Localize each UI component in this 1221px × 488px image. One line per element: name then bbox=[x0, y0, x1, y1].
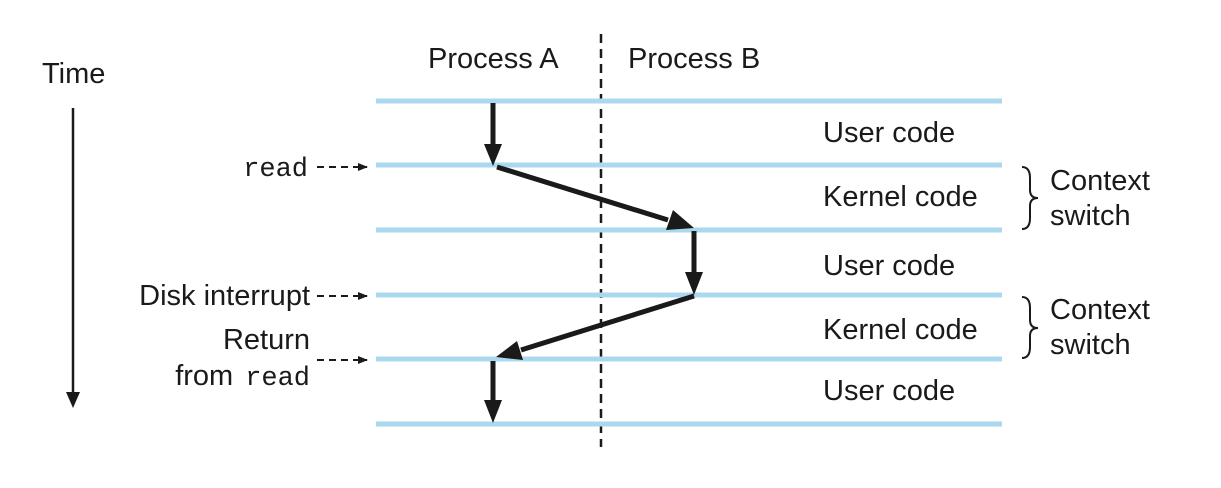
time-label: Time bbox=[42, 58, 105, 90]
context-switch-label: Context bbox=[1050, 294, 1150, 326]
segment-label: User code bbox=[823, 117, 955, 149]
flow-arrowhead bbox=[666, 210, 694, 230]
event-return-from-text: from bbox=[175, 360, 233, 392]
segment-label: Kernel code bbox=[823, 314, 978, 346]
event-return-read-text: read bbox=[245, 364, 310, 394]
flow-arrowhead bbox=[685, 272, 703, 295]
segment-label: User code bbox=[823, 375, 955, 407]
flow-arrowhead bbox=[484, 400, 502, 423]
execution-flow bbox=[484, 103, 703, 423]
context-switch-label: switch bbox=[1050, 200, 1131, 232]
flow-arrow bbox=[520, 293, 695, 353]
flow-arrowhead bbox=[496, 341, 523, 360]
event-read-label: read bbox=[243, 155, 308, 185]
event-disk-interrupt-label: Disk interrupt bbox=[139, 280, 310, 312]
event-return-from-read-label: from read bbox=[175, 360, 310, 394]
flow-arrow bbox=[496, 164, 669, 223]
process-a-label: Process A bbox=[428, 43, 559, 75]
segment-label: Kernel code bbox=[823, 181, 978, 213]
context-switch-brace bbox=[1021, 166, 1039, 230]
flow-arrowhead bbox=[484, 144, 502, 166]
context-switch-brace bbox=[1021, 296, 1039, 359]
boundary-lines bbox=[376, 98, 1002, 427]
time-axis-arrowhead bbox=[66, 392, 80, 408]
event-return-label: Return bbox=[223, 324, 310, 356]
context-switch-label: switch bbox=[1050, 329, 1131, 361]
context-switch-label: Context bbox=[1050, 165, 1150, 197]
process-b-label: Process B bbox=[628, 43, 760, 75]
segment-label: User code bbox=[823, 250, 955, 282]
